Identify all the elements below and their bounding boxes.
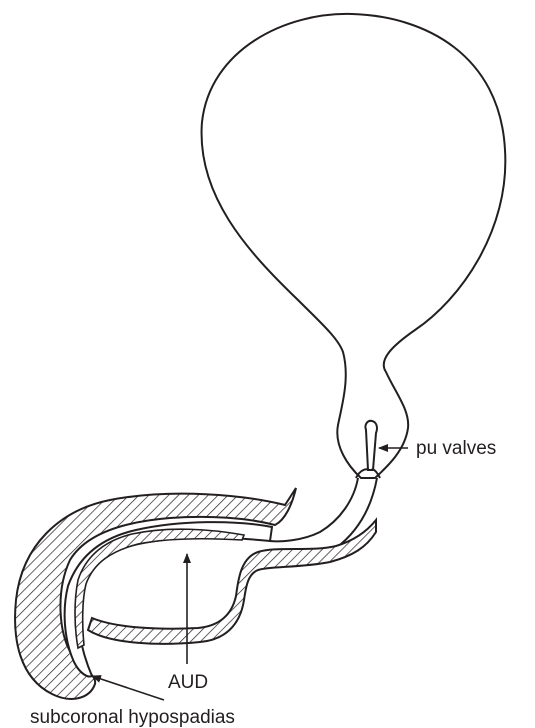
penile-upper-wall	[15, 488, 296, 699]
valves-label: pu valves	[416, 438, 496, 459]
aud-label: AUD	[168, 672, 208, 693]
hypospadias-label: subcoronal hypospadias	[30, 707, 235, 728]
hypospadias-arrow	[92, 676, 164, 700]
posterior-urethral-valves	[365, 421, 376, 470]
bladder	[202, 14, 506, 478]
